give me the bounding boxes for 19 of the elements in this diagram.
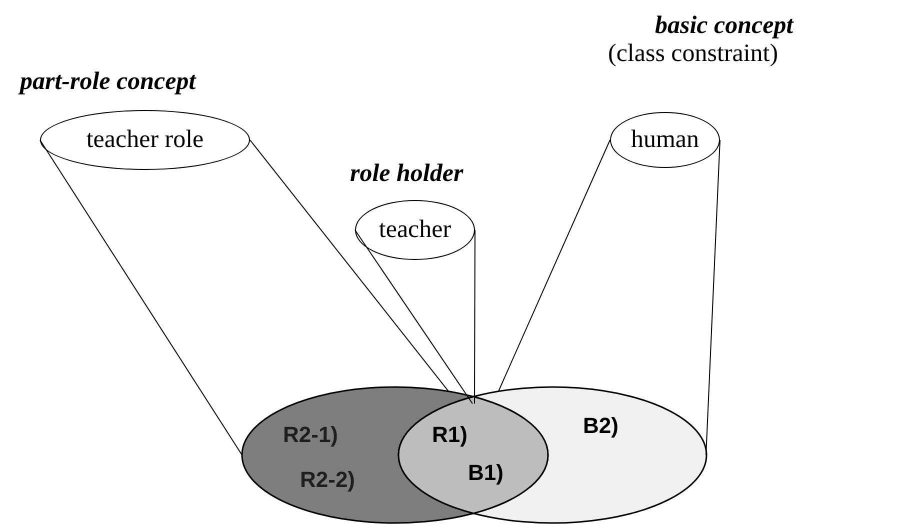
projection-line <box>474 230 476 404</box>
overlap-region <box>398 396 549 514</box>
projection-line <box>354 230 473 404</box>
concept-ellipse: teacher <box>355 200 475 260</box>
concept-note: (class constraint) <box>608 40 778 68</box>
concept-ellipse: human <box>610 112 720 168</box>
concept-heading: basic concept <box>655 12 794 40</box>
projection-line <box>40 140 242 456</box>
concept-heading: part-role concept <box>20 68 196 96</box>
concept-ellipse: teacher role <box>40 110 250 170</box>
projection-line <box>498 140 610 392</box>
region-label: B1) <box>468 460 504 485</box>
concept-heading: role holder <box>350 160 464 188</box>
projection-line <box>250 140 449 392</box>
region-label: R1) <box>432 422 468 447</box>
region-label: B2) <box>583 413 618 438</box>
region-label: R2-1) <box>283 422 338 447</box>
projection-line <box>706 140 720 456</box>
region-label: R2-2) <box>300 467 356 492</box>
